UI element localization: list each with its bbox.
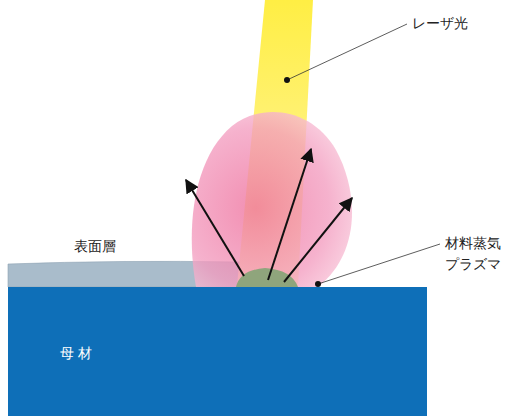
ejection-arrow: [186, 180, 244, 276]
leader-dot: [284, 77, 290, 83]
base-material: 母 材: [8, 287, 427, 416]
part-label: 材料蒸気 プラズマ: [445, 233, 507, 275]
leader-line: [287, 24, 407, 80]
part-name: 母 材: [60, 343, 92, 364]
plasma-plume: [192, 112, 352, 287]
part-label: レーザ光: [412, 13, 492, 34]
leader-line: [318, 244, 440, 284]
ejection-arrow: [268, 149, 311, 280]
part-label: 表面層: [74, 236, 134, 257]
ejection-arrow: [284, 198, 352, 282]
